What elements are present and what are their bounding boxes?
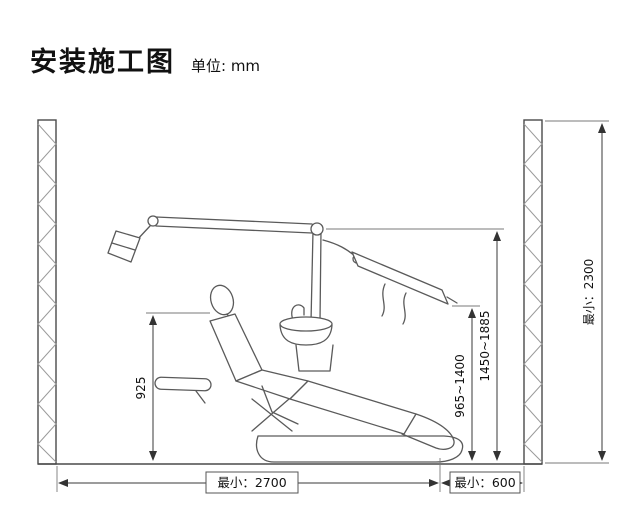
chair-footrest xyxy=(401,413,455,450)
dimension-unit-height-range: 965~1400 xyxy=(452,305,480,461)
dimension-box-600 xyxy=(449,471,521,494)
dimension-room-width: 最小：2700 xyxy=(56,458,441,494)
chair-legrest xyxy=(289,380,417,435)
dimension-label-min-2700: 最小：2700 xyxy=(217,475,286,490)
left-wall xyxy=(37,119,57,465)
instrument-tray xyxy=(351,251,458,325)
page-title: 安装施工图 xyxy=(30,47,175,78)
light-pole xyxy=(310,222,324,323)
cuspidor-unit xyxy=(279,304,334,372)
dental-chair xyxy=(107,215,464,463)
right-wall xyxy=(523,119,543,465)
dimension-chair-height: 925 xyxy=(134,312,210,461)
chair-base xyxy=(251,385,464,463)
dimension-arm-height-range: 1450~1885 xyxy=(326,228,504,461)
dimension-box-2700 xyxy=(205,471,299,494)
dimension-label-925: 925 xyxy=(134,377,148,400)
diagram-header: 安装施工图 单位: mm xyxy=(30,40,260,79)
chair-backrest xyxy=(209,313,263,382)
dimension-label-min-2300: 最小：2300 xyxy=(582,259,596,326)
chair-armrest xyxy=(154,376,212,404)
dimension-label-min-600: 最小：600 xyxy=(454,475,515,490)
lamp-arm xyxy=(135,215,313,242)
dimension-label-965-1400: 965~1400 xyxy=(453,354,467,418)
unit-label: 单位: mm xyxy=(191,57,261,75)
operating-light-icon xyxy=(107,230,141,263)
dimension-label-1450-1885: 1450~1885 xyxy=(478,310,492,381)
dimension-ceiling-height: 最小：2300 xyxy=(545,120,609,464)
dimension-side-clearance: 最小：600 xyxy=(441,466,525,494)
